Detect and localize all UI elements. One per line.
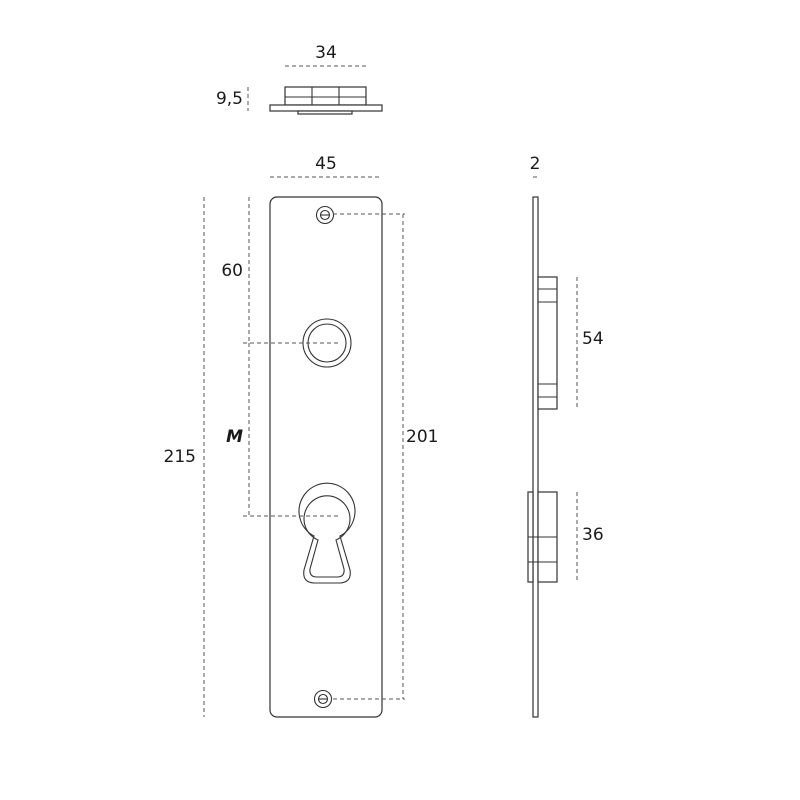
center-distance-label: M (226, 427, 243, 447)
side-view: 2 54 36 (527, 154, 604, 718)
top-screw-icon (315, 205, 335, 225)
top-view-base-plate (269, 104, 383, 112)
screw-spacing-label: 201 (406, 427, 438, 447)
side-view-plate (532, 196, 539, 718)
top-view-foot (297, 110, 353, 115)
cylinder-block-label: 36 (582, 525, 604, 545)
bottom-screw-icon (313, 689, 333, 709)
handle-offset-label: 60 (221, 261, 243, 281)
total-height-label: 215 (164, 447, 196, 467)
side-thickness-label: 2 (530, 154, 541, 174)
cylinder-cutout-icon (298, 482, 356, 584)
escutcheon-plate (269, 196, 383, 718)
handle-block-label: 54 (582, 329, 604, 349)
front-view: 45 215 60 M (164, 154, 438, 718)
top-width-label: 34 (315, 43, 337, 63)
top-depth-label: 9,5 (216, 89, 243, 109)
plate-width-label: 45 (315, 154, 337, 174)
side-cylinder-block (527, 491, 558, 583)
top-view: 34 9,5 (216, 43, 383, 115)
side-handle-block (537, 276, 558, 410)
top-view-rose-body (284, 86, 367, 106)
